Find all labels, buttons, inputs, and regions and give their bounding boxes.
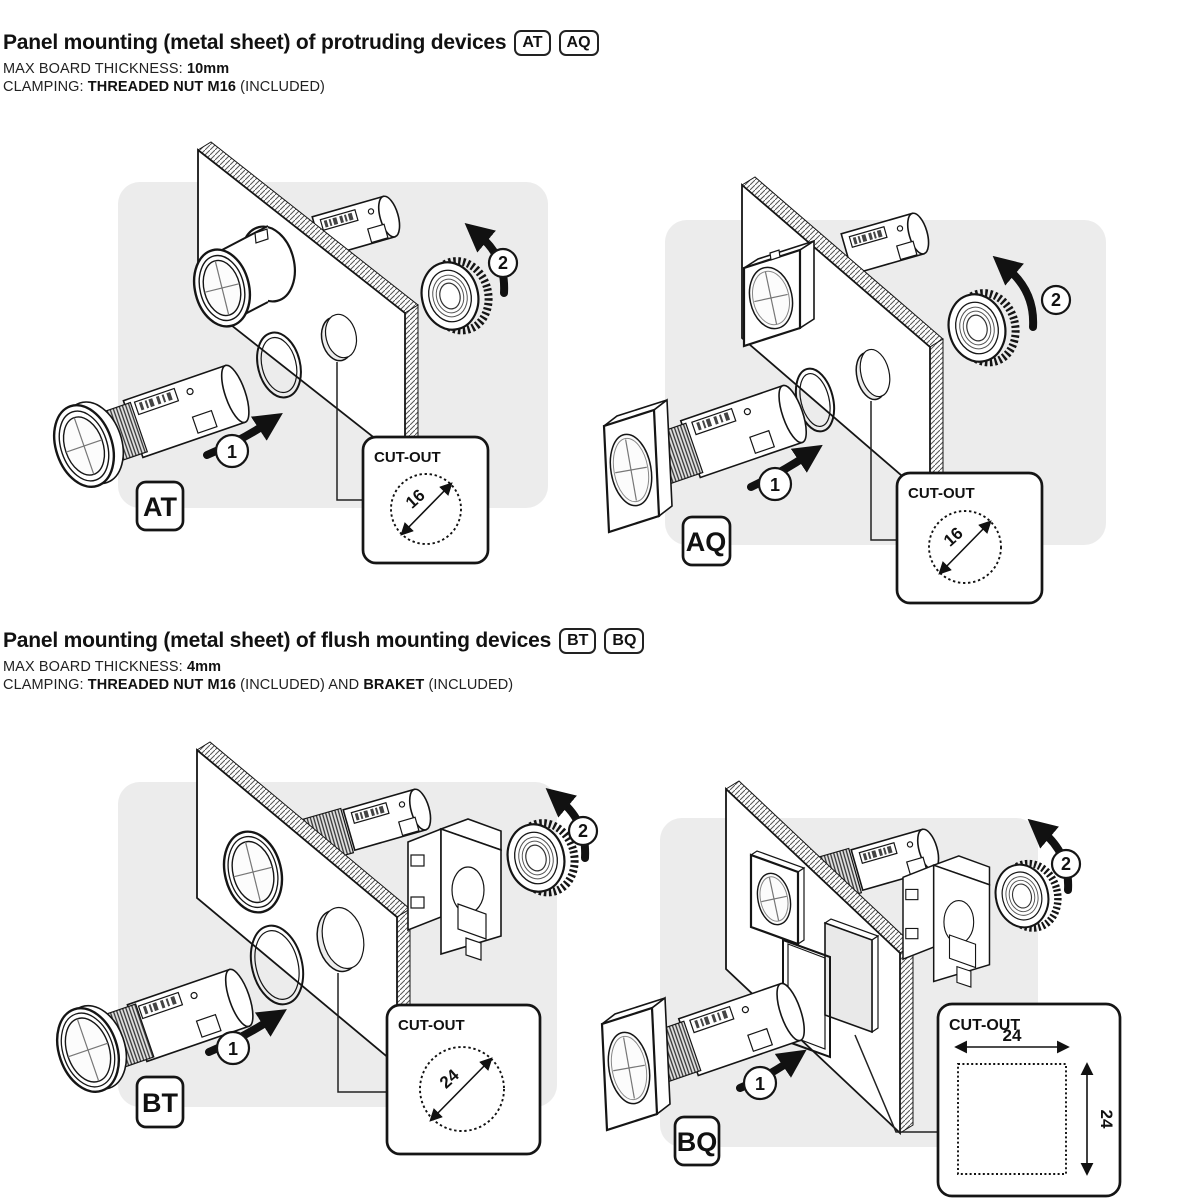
clamping-mid: (INCLUDED): [236, 79, 325, 95]
step-1-arrow: 1: [203, 412, 283, 469]
lens-cross-icon: [233, 841, 273, 903]
cutout-leader-line: [854, 1034, 938, 1133]
section-1-header: Panel mounting (metal sheet) of protrudi…: [3, 30, 599, 56]
clamping-part-2: BRAKET: [363, 677, 425, 693]
diagram-bt: 1 2 CUT-OUT 24 BT: [56, 741, 599, 1156]
step-1-number: 1: [228, 1039, 238, 1059]
cutout-title: CUT-OUT: [908, 485, 975, 502]
mounted-device-square: [742, 239, 815, 348]
diagram-aq: 1 2 CUT-OUT 16 AQ: [602, 176, 1106, 605]
thickness-value: 10mm: [186, 61, 230, 77]
device-to-insert: [643, 982, 806, 1085]
panel-square-hole: [823, 918, 880, 1034]
cutout-leader-line: [870, 401, 897, 541]
clamping-part-1: THREADED NUT M16: [87, 677, 237, 693]
panel-hole: [316, 906, 365, 973]
step-1-arrow: 1: [205, 1009, 287, 1066]
step-2-number: 2: [578, 821, 588, 841]
clamping-part-1: THREADED NUT M16: [87, 79, 237, 95]
section-1-title: Panel mounting (metal sheet) of protrudi…: [3, 31, 507, 54]
panel-hole: [320, 313, 358, 362]
cutout-circle: [928, 510, 1002, 584]
section-1-thickness-line: MAX BOARD THICKNESS: 10mm: [3, 61, 229, 77]
diagram-badge-label: AT: [143, 492, 177, 522]
step-2-arrow: 2: [464, 222, 519, 297]
section-2-title: Panel mounting (metal sheet) of flush mo…: [3, 629, 552, 652]
cutout-leader-line: [336, 362, 364, 501]
section-1-badge-aq: AQ: [558, 30, 599, 56]
step-2-number: 2: [498, 253, 508, 273]
lens-cross-icon: [204, 260, 240, 316]
cutout-height: 24: [1097, 1110, 1116, 1129]
diagram-badge: AQ: [681, 515, 732, 567]
lens-cross-icon: [754, 271, 788, 325]
step-1-number: 1: [227, 442, 237, 462]
step-1-number: 1: [755, 1074, 765, 1094]
clamping-mid: (INCLUDED) AND: [236, 677, 364, 693]
device-square-bezel: [602, 398, 673, 534]
thickness-label: MAX BOARD THICKNESS:: [3, 659, 187, 675]
clamping-label: CLAMPING:: [3, 79, 88, 95]
diagram-bq: 1 2 CUT-OUT 24 24 BQ: [600, 780, 1122, 1198]
diagram-badge: AT: [135, 480, 185, 532]
cutout-square: [957, 1063, 1067, 1175]
gasket-ring: [249, 924, 305, 1006]
cutout-circle: [390, 473, 462, 545]
diagram-badge-label: BQ: [677, 1127, 718, 1157]
step-2-arrow: 2: [545, 787, 599, 862]
diagram-at: 1 2 CUT-OUT 16 AT: [53, 141, 548, 565]
lens-cross-icon: [613, 1037, 645, 1099]
device-to-insert: [56, 968, 254, 1093]
section-2-badge-bt: BT: [559, 628, 597, 654]
step-2-number: 2: [1051, 290, 1061, 310]
step-2-number: 2: [1061, 854, 1071, 874]
lens-cross-icon: [761, 877, 787, 921]
diagram-badge-label: BT: [142, 1088, 178, 1118]
step-2-arrow: 2: [1027, 818, 1082, 894]
mounted-device-flush-square: [749, 850, 806, 946]
cutout-leader-line: [337, 973, 387, 1093]
lens-cross-icon: [615, 439, 647, 501]
section-2-header: Panel mounting (metal sheet) of flush mo…: [3, 628, 645, 654]
cutout-width: 24: [1003, 1026, 1022, 1045]
panel-hole: [855, 348, 891, 401]
cutout-box: CUT-OUT 24 24: [936, 1002, 1122, 1198]
section-2-clamping-line: CLAMPING: THREADED NUT M16 (INCLUDED) AN…: [3, 677, 513, 693]
device-square-bezel: [600, 996, 671, 1132]
mounted-device-round: [192, 225, 296, 328]
section-2-thickness-line: MAX BOARD THICKNESS: 4mm: [3, 659, 221, 675]
section-1-badge-at: AT: [514, 30, 551, 56]
diagram-badge-label: AQ: [686, 527, 727, 557]
step-1-arrow: 1: [736, 1049, 807, 1101]
cutout-box: CUT-OUT 24: [385, 1003, 542, 1156]
mounted-device-flush-ring: [222, 830, 284, 914]
cutout-box: CUT-OUT 16: [361, 435, 490, 565]
clamping-label: CLAMPING:: [3, 677, 88, 693]
clamping-post: (INCLUDED): [424, 677, 514, 693]
cutout-title: CUT-OUT: [949, 1017, 1020, 1034]
step-2-arrow: 2: [992, 255, 1072, 331]
cutout-title: CUT-OUT: [398, 1017, 465, 1034]
thickness-value: 4mm: [186, 659, 222, 675]
diagram-badge: BT: [135, 1075, 185, 1129]
gasket-ring: [256, 331, 302, 399]
diagram-badge: BQ: [673, 1115, 721, 1167]
cutout-title: CUT-OUT: [374, 449, 441, 466]
panel-sheet: [197, 141, 419, 464]
step-1-arrow: 1: [747, 444, 823, 502]
thickness-label: MAX BOARD THICKNESS:: [3, 61, 187, 77]
cutout-box: CUT-OUT 16: [895, 471, 1044, 605]
section-2-badge-bq: BQ: [604, 628, 645, 654]
cutout-circle: [419, 1046, 505, 1132]
section-1-clamping-line: CLAMPING: THREADED NUT M16 (INCLUDED): [3, 79, 325, 95]
step-1-number: 1: [770, 475, 780, 495]
device-to-insert: [53, 364, 250, 488]
